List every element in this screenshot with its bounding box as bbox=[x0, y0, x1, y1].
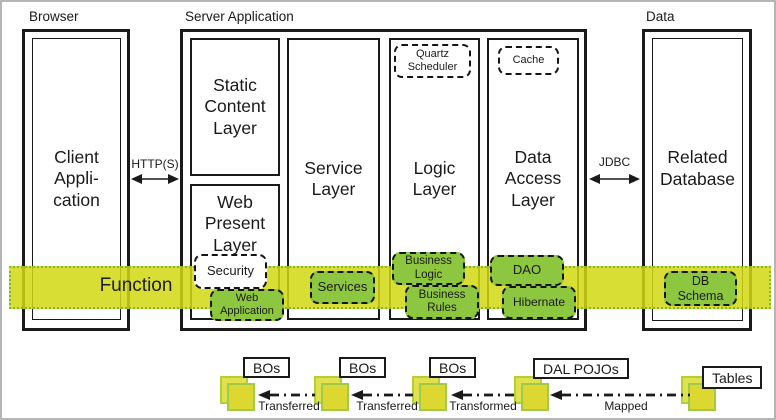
jdbc-arrow bbox=[589, 174, 640, 184]
static-content-layer-box: Static Content Layer bbox=[190, 38, 280, 176]
bos1-stacked-objects-icon bbox=[227, 383, 255, 411]
server-application-box bbox=[180, 29, 587, 331]
browser-box bbox=[22, 29, 130, 331]
cache-box: Cache bbox=[498, 46, 559, 75]
bos1-label: BOs bbox=[243, 357, 291, 378]
db-schema-box: DB Schema bbox=[664, 271, 737, 306]
edge-transferred-1-label: Transferred bbox=[258, 399, 320, 413]
web-application-box: Web Application bbox=[210, 289, 284, 321]
client-application-title: Client Appli- cation bbox=[53, 146, 100, 210]
bos3-stacked-objects-icon bbox=[419, 383, 447, 411]
http-connection-label: HTTP(S) bbox=[131, 157, 179, 171]
browser-section-label: Browser bbox=[29, 9, 79, 24]
static-content-layer-title: Static Content Layer bbox=[204, 74, 266, 138]
dao-box: DAO bbox=[490, 255, 564, 286]
client-application-box: Client Appli- cation bbox=[32, 38, 121, 320]
dal-pojos-stacked-objects-icon bbox=[521, 383, 549, 411]
edge-transferred-2-label: Transferred bbox=[356, 399, 418, 413]
server-application-section-label: Server Application bbox=[185, 9, 294, 24]
bos2-stacked-objects-icon bbox=[321, 383, 349, 411]
logic-layer-title: Logic Layer bbox=[412, 157, 457, 199]
function-band bbox=[9, 266, 771, 309]
services-box: Services bbox=[310, 271, 375, 304]
service-layer-title: Service Layer bbox=[304, 157, 363, 199]
function-band-label: Function bbox=[99, 275, 173, 296]
jdbc-connection-label: JDBC bbox=[598, 155, 631, 169]
business-rules-box: Business Rules bbox=[405, 285, 479, 319]
data-access-layer-title: Data Access Layer bbox=[504, 146, 562, 210]
edge-transformed-label: Transformed bbox=[449, 399, 517, 413]
related-database-box: Related Database bbox=[652, 38, 743, 321]
security-box: Security bbox=[194, 254, 267, 289]
bos3-label: BOs bbox=[429, 357, 477, 378]
data-section-label: Data bbox=[646, 9, 675, 24]
web-present-layer-title: Web Present Layer bbox=[204, 192, 266, 255]
bos2-label: BOs bbox=[339, 357, 387, 378]
http-arrow bbox=[131, 174, 179, 184]
quartz-scheduler-box: Quartz Scheduler bbox=[394, 44, 471, 78]
hibernate-box: Hibernate bbox=[502, 286, 576, 319]
dal-pojos-label: DAL POJOs bbox=[533, 358, 629, 379]
related-database-title: Related Database bbox=[660, 147, 735, 189]
data-box bbox=[642, 29, 752, 331]
edge-mapped-label: Mapped bbox=[604, 399, 648, 413]
tables-label: Tables bbox=[702, 366, 763, 389]
business-logic-box: Business Logic bbox=[392, 252, 465, 285]
